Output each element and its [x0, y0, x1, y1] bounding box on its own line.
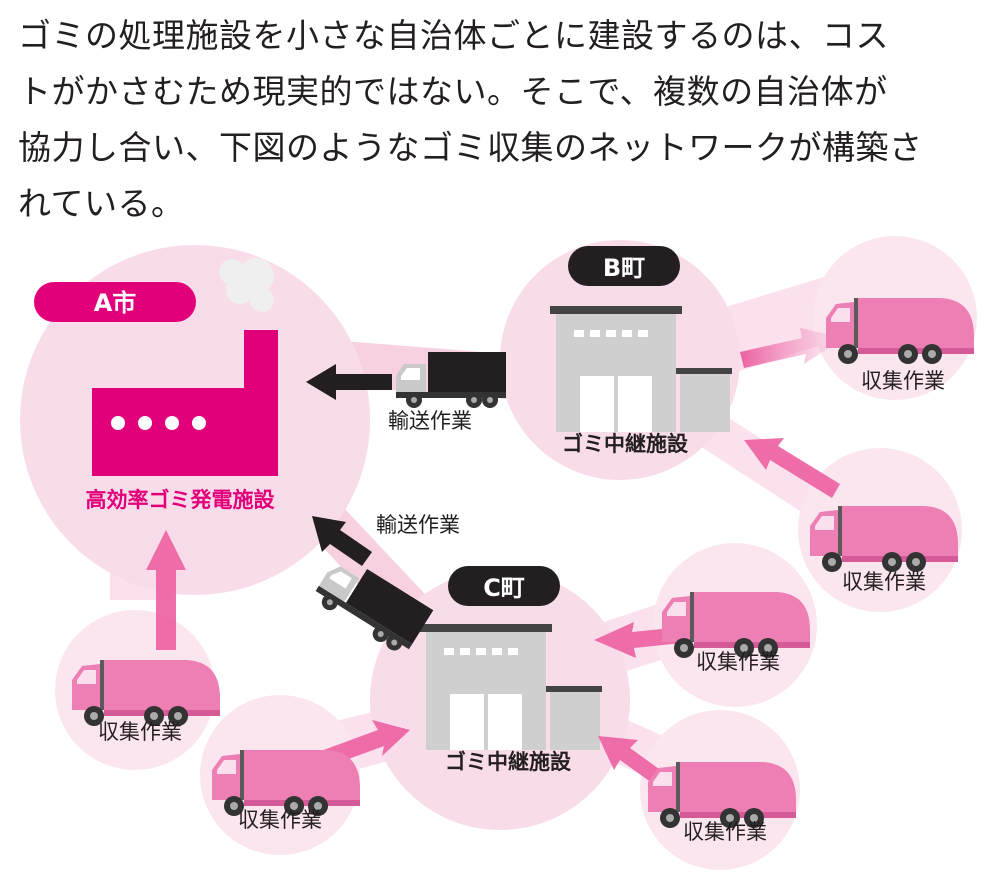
svg-text:C町: C町 — [483, 574, 525, 602]
collection-arrow-b2-icon — [744, 438, 840, 498]
transport-arrow-c-icon — [312, 516, 372, 566]
intro-text: ゴミの処理施設を小さな自治体ごとに建設するのは、コス トがかさむため現実的ではな… — [18, 8, 988, 232]
collection-arrow-a-icon — [146, 530, 186, 650]
svg-text:A市: A市 — [94, 289, 137, 317]
transport-label-b: 輸送作業 — [388, 409, 472, 433]
city-a-label: A市 — [34, 282, 196, 322]
transport-arrow-b-icon — [306, 364, 392, 400]
collection-label-b2: 収集作業 — [842, 570, 926, 594]
collection-label-a: 収集作業 — [98, 720, 182, 744]
collection-label-c2: 収集作業 — [683, 820, 767, 844]
intro-line-1: ゴミの処理施設を小さな自治体ごとに建設するのは、コス — [18, 16, 889, 55]
town-c-label: C町 — [448, 566, 560, 606]
collection-label-c3: 収集作業 — [238, 808, 322, 832]
relay-facility-b-label: ゴミ中継施設 — [562, 432, 689, 456]
collection-label-c1: 収集作業 — [696, 650, 780, 674]
intro-line-4: れている。 — [18, 184, 185, 223]
transport-label-c: 輸送作業 — [376, 513, 460, 537]
collection-label-b1: 収集作業 — [861, 369, 945, 393]
power-plant-icon — [92, 258, 278, 476]
power-plant-label: 高効率ゴミ発電施設 — [86, 488, 276, 512]
intro-line-2: トがかさむため現実的ではない。そこで、複数の自治体が — [18, 72, 888, 111]
svg-text:B町: B町 — [603, 254, 645, 282]
town-b-label: B町 — [568, 246, 680, 286]
relay-facility-c-label: ゴミ中継施設 — [445, 750, 572, 774]
collection-arrow-b1-icon — [740, 328, 844, 368]
intro-line-3: 協力し合い、下図のようなゴミ収集のネットワークが構築さ — [18, 128, 923, 167]
